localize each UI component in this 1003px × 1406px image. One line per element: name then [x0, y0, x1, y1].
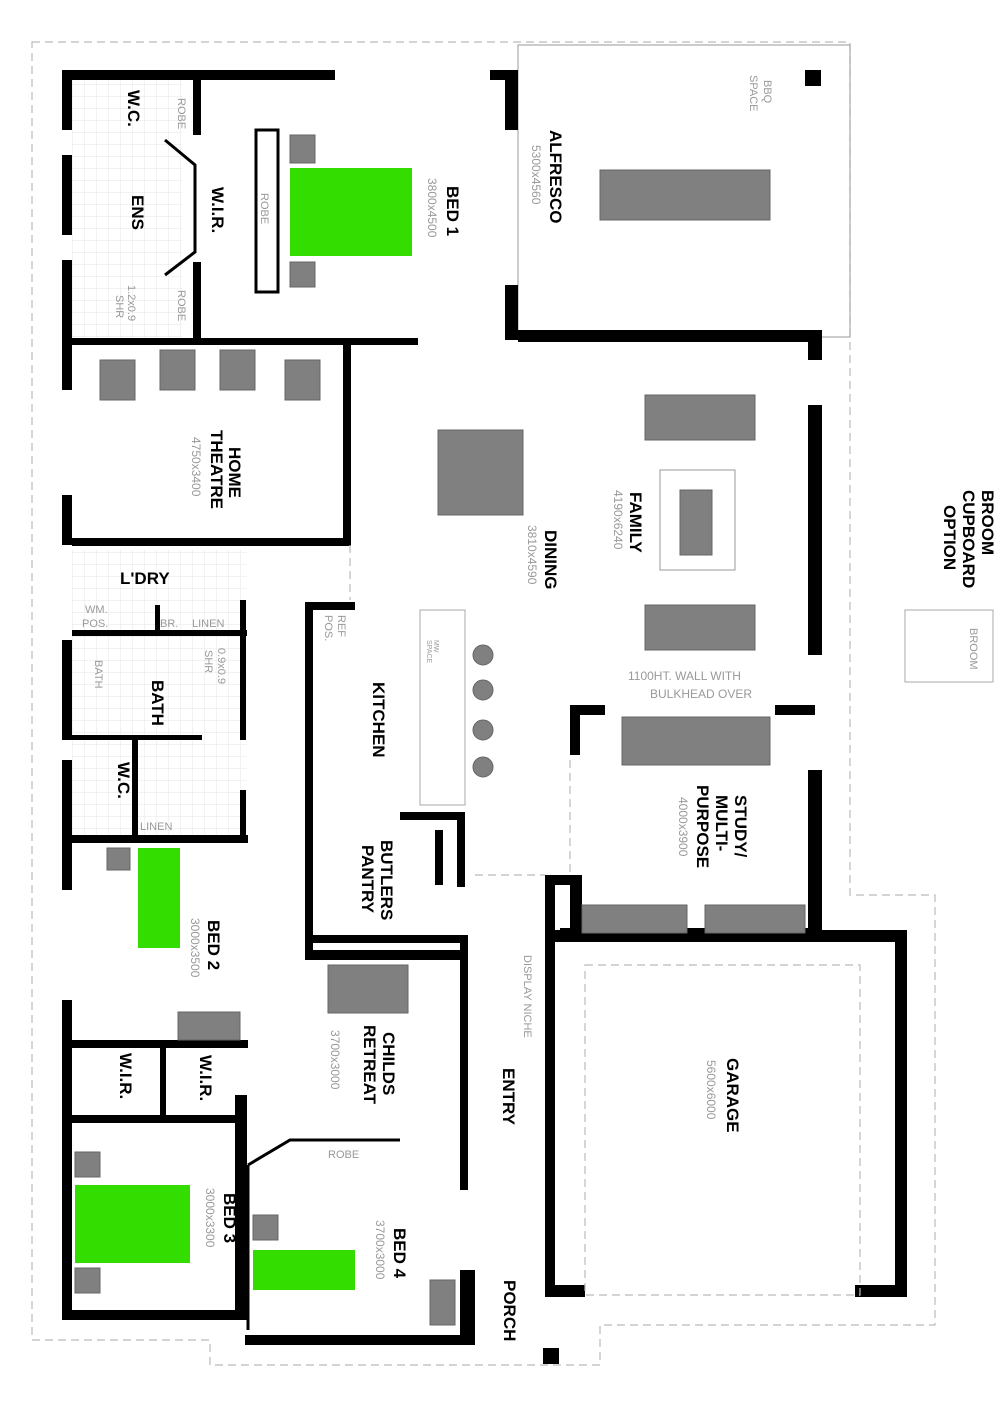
- svg-text:HOME: HOME: [225, 447, 244, 498]
- svg-text:0.9x0.9: 0.9x0.9: [215, 648, 227, 684]
- wet-area-tiles: [72, 550, 247, 835]
- svg-text:1.2x0.9: 1.2x0.9: [125, 285, 137, 321]
- svg-text:ROBE: ROBE: [328, 1149, 359, 1161]
- svg-text:W.I.R.: W.I.R.: [196, 1055, 215, 1101]
- bed4-bed: [253, 1250, 355, 1290]
- svg-text:PURPOSE: PURPOSE: [693, 785, 712, 868]
- svg-text:W.I.R.: W.I.R.: [116, 1053, 135, 1099]
- svg-text:BED 4: BED 4: [390, 1228, 409, 1279]
- svg-text:BR.: BR.: [160, 618, 178, 630]
- svg-text:3700x3000: 3700x3000: [328, 1030, 342, 1090]
- bed1-bed: [290, 168, 412, 256]
- svg-text:W.I.R.: W.I.R.: [208, 187, 227, 233]
- bed3-bed: [75, 1185, 190, 1263]
- svg-text:GARAGE: GARAGE: [723, 1058, 742, 1133]
- svg-text:STUDY/: STUDY/: [731, 795, 750, 858]
- svg-text:5300x4560: 5300x4560: [529, 145, 543, 205]
- svg-text:3810x4590: 3810x4590: [525, 525, 539, 585]
- room-labels: W.C. ENS 1.2x0.9 SHR ROBE ROBE ROBE W.I.…: [82, 75, 997, 1341]
- svg-text:MULTI-: MULTI-: [712, 795, 731, 851]
- svg-text:POS.: POS.: [82, 618, 108, 630]
- bed4-angled-wall: [247, 1138, 400, 1167]
- svg-text:BED 2: BED 2: [204, 920, 223, 970]
- ensuite-tiles: [72, 80, 182, 338]
- svg-text:5600x6000: 5600x6000: [704, 1060, 718, 1120]
- svg-text:CHILDS: CHILDS: [379, 1032, 398, 1095]
- svg-text:ENTRY: ENTRY: [499, 1068, 518, 1126]
- svg-text:L'DRY: L'DRY: [120, 569, 170, 588]
- svg-text:ENS: ENS: [128, 195, 147, 230]
- svg-text:DINING: DINING: [541, 530, 560, 590]
- svg-text:ROBE: ROBE: [175, 290, 187, 321]
- svg-text:FAMILY: FAMILY: [626, 492, 645, 553]
- svg-text:SHR: SHR: [113, 295, 125, 318]
- svg-text:4000x3900: 4000x3900: [676, 797, 690, 857]
- svg-text:CUPBOARD: CUPBOARD: [959, 490, 978, 588]
- svg-text:WM.: WM.: [85, 604, 108, 616]
- svg-text:BBQ: BBQ: [761, 80, 773, 104]
- svg-text:MW: MW: [432, 640, 439, 653]
- svg-text:BED 3: BED 3: [220, 1193, 239, 1243]
- svg-text:BED 1: BED 1: [443, 186, 462, 236]
- svg-text:BROOM: BROOM: [978, 490, 997, 555]
- svg-text:PANTRY: PANTRY: [358, 845, 377, 914]
- svg-text:BROOM: BROOM: [967, 628, 979, 670]
- svg-text:SPACE: SPACE: [425, 640, 432, 664]
- svg-text:3000x3500: 3000x3500: [188, 918, 202, 978]
- svg-text:SPACE: SPACE: [747, 75, 759, 111]
- svg-text:LINEN: LINEN: [192, 618, 224, 630]
- bed2-bed: [138, 848, 180, 948]
- svg-text:ALFRESCO: ALFRESCO: [546, 130, 565, 224]
- svg-text:W.C.: W.C.: [114, 762, 133, 799]
- svg-text:SHR: SHR: [202, 650, 214, 673]
- svg-text:BATH: BATH: [92, 660, 104, 689]
- svg-text:4750x3400: 4750x3400: [189, 437, 203, 497]
- svg-text:LINEN: LINEN: [140, 821, 172, 833]
- svg-text:KITCHEN: KITCHEN: [369, 682, 388, 758]
- robe-island: [254, 128, 280, 294]
- walls: [62, 70, 907, 1345]
- svg-text:POS.: POS.: [322, 615, 334, 641]
- svg-text:ROBE: ROBE: [258, 193, 270, 224]
- svg-text:RETREAT: RETREAT: [360, 1025, 379, 1105]
- svg-text:REF: REF: [335, 615, 347, 637]
- svg-text:ROBE: ROBE: [175, 98, 187, 129]
- svg-text:THEATRE: THEATRE: [207, 430, 226, 509]
- svg-text:DISPLAY NICHE: DISPLAY NICHE: [521, 955, 533, 1038]
- svg-text:3700x3000: 3700x3000: [373, 1220, 387, 1280]
- svg-text:3000x3300: 3000x3300: [203, 1188, 217, 1248]
- svg-text:PORCH: PORCH: [500, 1280, 519, 1341]
- lot-boundary: [31, 41, 936, 1366]
- svg-text:1100HT. WALL WITH: 1100HT. WALL WITH: [628, 669, 741, 683]
- svg-text:3800x4500: 3800x4500: [425, 178, 439, 238]
- post: [543, 1348, 559, 1364]
- svg-text:OPTION: OPTION: [940, 505, 959, 570]
- svg-text:BUTLERS: BUTLERS: [377, 840, 396, 920]
- post: [805, 70, 821, 86]
- svg-text:4190x6240: 4190x6240: [611, 490, 625, 550]
- svg-text:BULKHEAD OVER: BULKHEAD OVER: [650, 687, 752, 701]
- svg-text:BATH: BATH: [148, 680, 167, 726]
- furniture: [74, 134, 994, 1326]
- openings: [349, 545, 571, 876]
- wir-angled-wall: [164, 138, 197, 277]
- svg-text:W.C.: W.C.: [124, 90, 143, 127]
- kitchen-island: [419, 609, 466, 806]
